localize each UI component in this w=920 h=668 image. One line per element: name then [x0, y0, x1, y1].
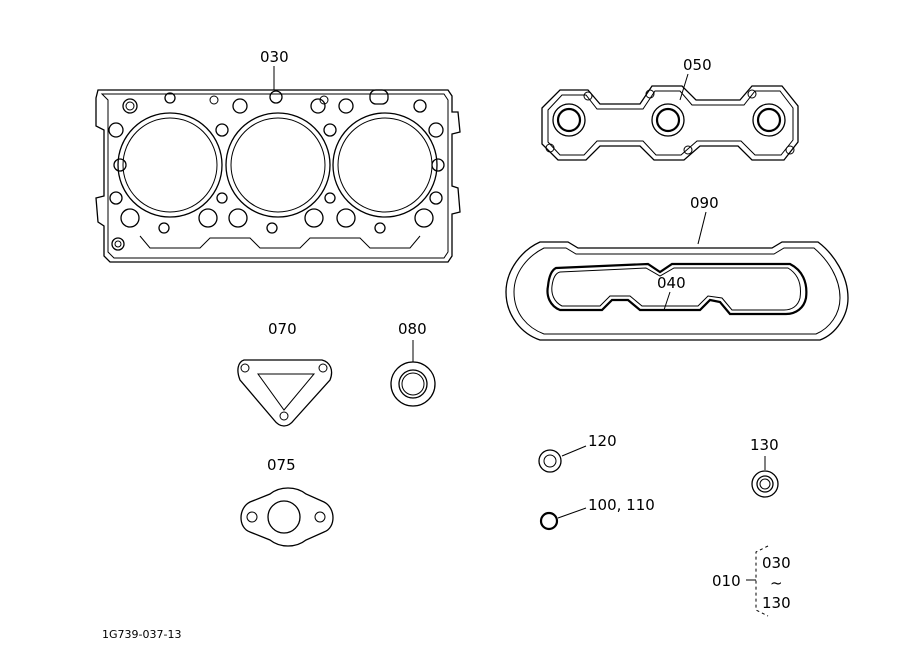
seal-080[interactable] — [390, 361, 436, 407]
label-050: 050 — [683, 56, 712, 74]
leader-040 — [663, 291, 671, 311]
cylinder-head-gasket-030[interactable] — [95, 89, 461, 263]
label-090: 090 — [690, 194, 719, 212]
washer-120[interactable] — [538, 449, 562, 473]
drawing-code: 1G739-037-13 — [102, 628, 181, 641]
inner-gasket-040[interactable] — [546, 262, 808, 316]
seal-130[interactable] — [751, 470, 779, 498]
label-kit-from: 030 — [762, 554, 791, 572]
label-070: 070 — [268, 320, 297, 338]
kit-bracket-010 — [746, 545, 769, 617]
head-cover-gasket-090[interactable] — [505, 241, 849, 341]
leader-100-110 — [557, 507, 587, 519]
leader-050 — [679, 73, 689, 101]
label-040: 040 — [657, 274, 686, 292]
label-010: 010 — [712, 572, 741, 590]
label-120: 120 — [588, 432, 617, 450]
gasket-075[interactable] — [240, 487, 334, 547]
o-ring-100-110[interactable] — [539, 511, 559, 531]
label-030: 030 — [260, 48, 289, 66]
label-kit-to: 130 — [762, 594, 791, 612]
label-100-110: 100, 110 — [588, 496, 655, 514]
leader-090 — [697, 211, 707, 245]
manifold-gasket-050[interactable] — [541, 85, 799, 161]
label-075: 075 — [267, 456, 296, 474]
leader-120 — [561, 445, 587, 457]
label-130: 130 — [750, 436, 779, 454]
gasket-070[interactable] — [237, 359, 333, 427]
label-080: 080 — [398, 320, 427, 338]
label-kit-tilde: ~ — [770, 574, 783, 592]
